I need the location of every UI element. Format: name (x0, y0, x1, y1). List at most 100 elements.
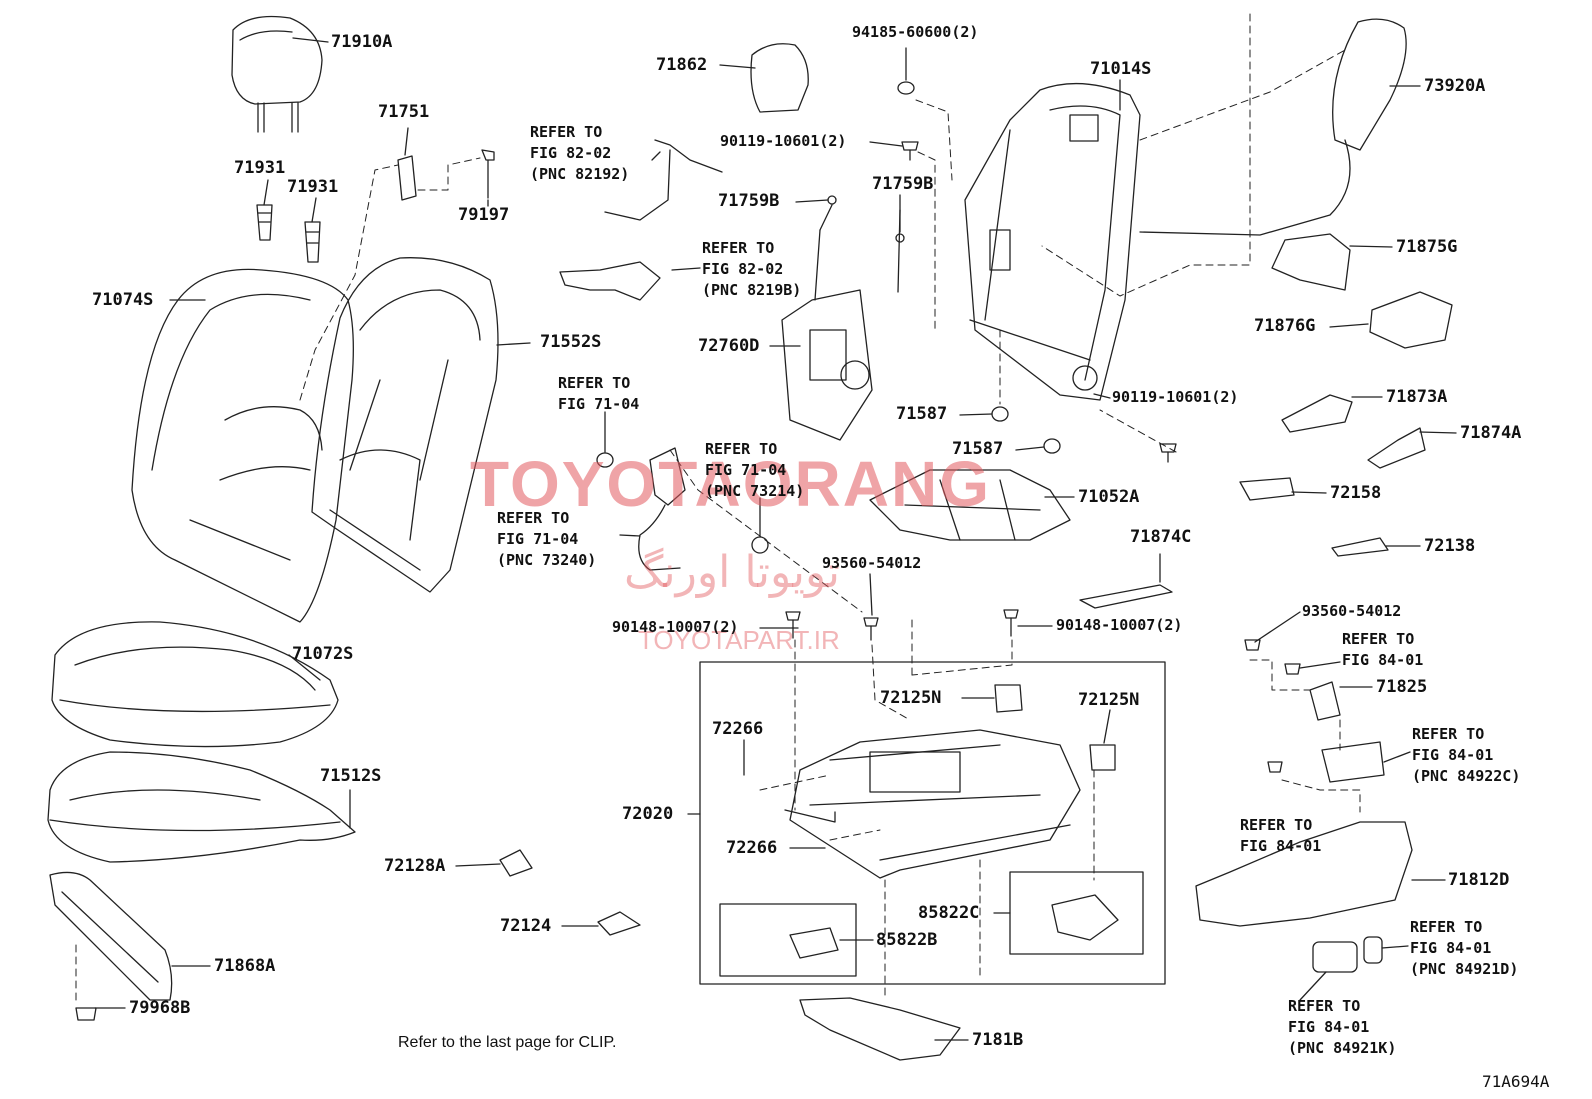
refer-to-82192: REFER TO FIG 82-02 (PNC 82192) (530, 123, 630, 183)
rail-7181B-drawing (800, 998, 960, 1060)
screw-79197-drawing (482, 150, 494, 198)
refer-to-73214: REFER TO FIG 71-04 (PNC 73214) (705, 440, 805, 500)
part-label-71587-upper: 71587 (896, 404, 948, 424)
part-label-71759B-left: 71759B (718, 191, 780, 211)
part-label-90119-10601-right: 90119-10601(2) (1112, 388, 1239, 406)
part-label-90148-10007-right: 90148-10007(2) (1056, 616, 1183, 634)
bracket-71825-drawing (1310, 682, 1340, 720)
part-label-71874A: 71874A (1460, 423, 1522, 443)
watermark-url: TOYOTAPART.IR (638, 625, 840, 655)
motor-85822C-drawing (1052, 895, 1118, 940)
part-label-71868A: 71868A (214, 956, 276, 976)
refer-to-73240: REFER TO FIG 71-04 (PNC 73240) (497, 509, 597, 569)
part-label-71876G: 71876G (1254, 316, 1316, 336)
part-label-71910A: 71910A (331, 32, 393, 52)
knob-84921D-drawing (1364, 937, 1382, 963)
switch-panel-drawing (1196, 822, 1412, 926)
lumbar-drawing (870, 470, 1070, 540)
harness-8219B-drawing (560, 262, 660, 300)
bolts-drawing (597, 82, 1300, 772)
figure-code: 71A694A (1482, 1072, 1550, 1091)
part-label-85822B: 85822B (876, 930, 938, 950)
cover-71873A-drawing (1282, 395, 1352, 432)
bracket-72125N-drawing (995, 685, 1022, 712)
side-cover-drawing (50, 872, 172, 1000)
cover-72158-drawing (1240, 478, 1294, 500)
bracket-72125N-b-drawing (1090, 745, 1115, 770)
part-label-72128A: 72128A (384, 856, 446, 876)
part-label-79197: 79197 (458, 205, 510, 225)
part-label-71759B-right: 71759B (872, 174, 934, 194)
part-label-7181B: 7181B (972, 1030, 1024, 1050)
motor-85822B-drawing (790, 928, 838, 958)
part-label-72266-upper: 72266 (712, 719, 764, 739)
part-label-72760D: 72760D (698, 336, 760, 356)
refer-to-71-04-upper: REFER TO FIG 71-04 (558, 374, 640, 413)
refer-to-84922C: REFER TO FIG 84-01 (PNC 84922C) (1412, 725, 1521, 785)
track-group-box (700, 662, 1165, 984)
seatback-cover-drawing (132, 269, 353, 622)
seatback-frame-drawing (965, 84, 1140, 400)
part-label-72158: 72158 (1330, 483, 1382, 503)
part-label-71825: 71825 (1376, 677, 1428, 697)
part-label-71862: 71862 (656, 55, 708, 75)
clip-79968B-drawing (76, 1008, 96, 1020)
motor-85822C-box (1010, 872, 1143, 954)
part-label-71812D: 71812D (1448, 870, 1510, 890)
part-label-71875G: 71875G (1396, 237, 1458, 257)
switch-84922C-drawing (1322, 742, 1384, 782)
cover-71862-drawing (751, 44, 808, 112)
part-label-94185-60600: 94185-60600(2) (852, 23, 979, 41)
cover-72138-drawing (1332, 538, 1388, 556)
refer-to-8219B: REFER TO FIG 82-02 (PNC 8219B) (702, 239, 802, 299)
part-label-72138: 72138 (1424, 536, 1476, 556)
cushion-cover-drawing (52, 622, 338, 747)
part-label-71072S: 71072S (292, 644, 354, 664)
clip-note: Refer to the last page for CLIP. (398, 1034, 617, 1051)
motor-85822B-box (720, 904, 856, 976)
part-label-71552S: 71552S (540, 332, 602, 352)
part-label-72124: 72124 (500, 916, 552, 936)
cushion-pad-drawing (48, 752, 355, 862)
cover-71875G-drawing (1272, 234, 1350, 290)
refer-to-84-01-left: REFER TO FIG 84-01 (1240, 816, 1322, 855)
knob-84921K-drawing (1313, 942, 1357, 972)
part-label-93560-54012-center: 93560-54012 (822, 554, 922, 572)
cover-71876G-drawing (1370, 292, 1452, 348)
part-label-71074S: 71074S (92, 290, 154, 310)
part-label-71931-right: 71931 (287, 177, 339, 197)
part-label-90148-10007-left: 90148-10007(2) (612, 618, 739, 636)
part-label-93560-54012-right: 93560-54012 (1302, 602, 1402, 620)
harness-82192-drawing (605, 140, 722, 220)
part-label-72125N-right: 72125N (1078, 690, 1140, 710)
cover-72124-drawing (598, 912, 640, 935)
refer-to-84921K: REFER TO FIG 84-01 (PNC 84921K) (1288, 997, 1397, 1057)
part-label-71052A: 71052A (1078, 487, 1140, 507)
buckle-drawing (650, 448, 685, 505)
seat-track-drawing (785, 730, 1080, 878)
part-label-85822C: 85822C (918, 903, 980, 923)
part-label-72125N-left: 72125N (880, 688, 942, 708)
part-label-71873A: 71873A (1386, 387, 1448, 407)
part-label-72266-lower: 72266 (726, 838, 778, 858)
watermark-persian: تویوتا اورنگ (624, 547, 840, 598)
leader-lines (95, 38, 1456, 1040)
cover-72128A-drawing (500, 850, 532, 876)
part-label-71014S: 71014S (1090, 59, 1152, 79)
refer-to-84921D: REFER TO FIG 84-01 (PNC 84921D) (1410, 918, 1519, 978)
assembly-dashed-lines (76, 14, 1360, 1005)
clip-71751-drawing (398, 156, 416, 200)
cover-71874C-drawing (1080, 585, 1172, 608)
airbag-drawing (1140, 19, 1406, 235)
seatback-pad-drawing (312, 258, 498, 592)
part-label-72020: 72020 (622, 804, 674, 824)
part-label-90119-10601-top: 90119-10601(2) (720, 132, 847, 150)
part-label-79968B: 79968B (129, 998, 191, 1018)
part-label-73920A: 73920A (1424, 76, 1486, 96)
part-label-71751: 71751 (378, 102, 430, 122)
watermark-latin: TOYOTAORANG (470, 448, 991, 520)
headrest-drawing (232, 17, 322, 133)
refer-to-84-01-upper: REFER TO FIG 84-01 (1342, 630, 1424, 669)
